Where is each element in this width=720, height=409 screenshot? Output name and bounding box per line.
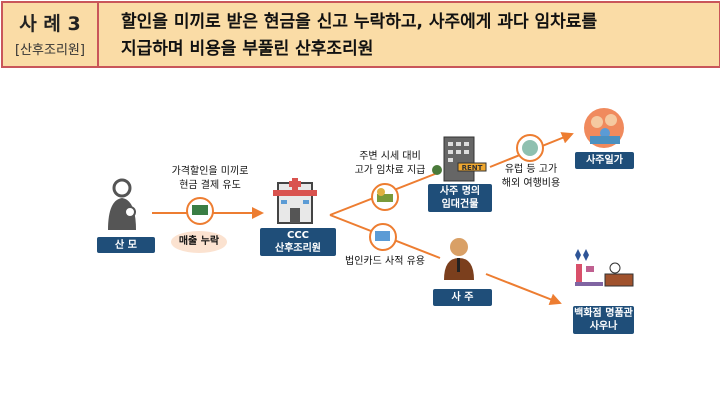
arrow-owner-shop — [485, 273, 562, 305]
page-title: 할인을 미끼로 받은 현금을 신고 누락하고, 사주에게 과다 임차료를 지급하… — [121, 9, 597, 63]
cash-icon — [186, 197, 214, 225]
building-icon — [432, 136, 487, 182]
omission-badge — [171, 231, 227, 253]
title-line-1: 할인을 미끼로 받은 현금을 신고 누락하고, 사주에게 과다 임차료를 — [121, 12, 598, 32]
owner-icon — [444, 238, 474, 280]
title-line-2: 지급하며 비용을 부풀린 산후조리원 — [121, 39, 374, 59]
case-cell: 사 례 3 [산후조리원] — [3, 3, 99, 66]
case-number: 사 례 3 — [19, 13, 81, 35]
rent-sign: RENT — [462, 164, 483, 172]
omission-annotation: 매출 누락 — [178, 236, 220, 247]
shopping-sauna-icon — [575, 249, 634, 287]
case-category: [산후조리원] — [15, 43, 85, 58]
header: 사 례 3 [산후조리원] 할인을 미끼로 받은 현금을 신고 누락하고, 사주… — [1, 1, 720, 68]
hospital-icon — [273, 178, 317, 224]
family-icon — [584, 108, 624, 148]
mother-label: 산 모 — [97, 237, 155, 253]
money-stack-icon — [371, 183, 399, 211]
mother-icon — [108, 178, 136, 230]
owner-label: 사 주 — [433, 289, 492, 306]
credit-card-icon — [369, 223, 397, 251]
family-label: 사주일가 — [575, 152, 634, 169]
globe-plane-icon — [516, 134, 544, 162]
card-annotation: 법인카드 사적 유용 — [345, 256, 425, 267]
